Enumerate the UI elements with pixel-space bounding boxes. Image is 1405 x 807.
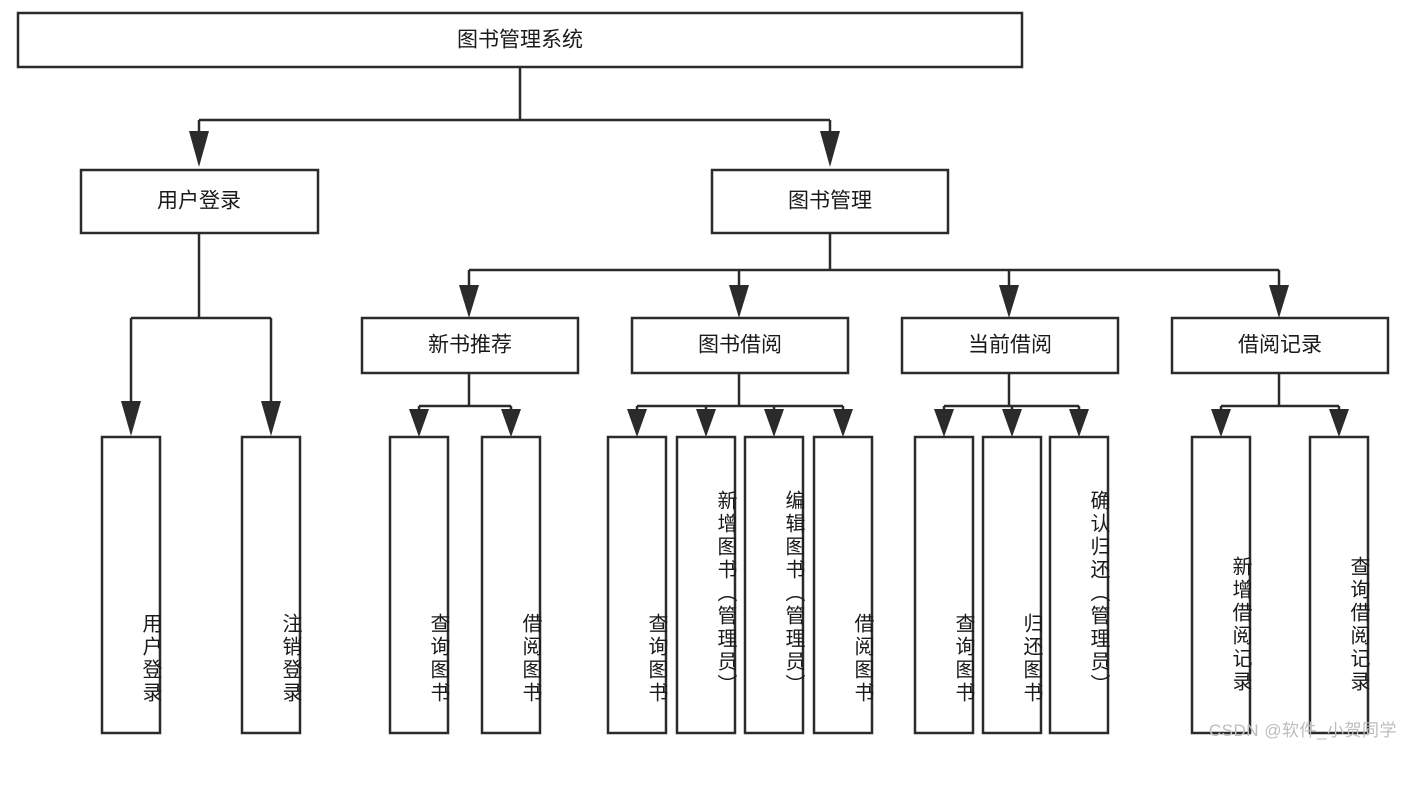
- arrow-head-icon: [459, 285, 479, 318]
- node-book-borrow-label: 图书借阅: [698, 334, 782, 357]
- node-leaf-user-login[interactable]: [100, 435, 162, 735]
- node-root[interactable]: [16, 11, 1024, 69]
- connector-layer: [121, 67, 1349, 437]
- arrow-head-icon: [627, 409, 647, 437]
- arrow-head-icon: [999, 285, 1019, 318]
- node-layer: 图书管理系统 用户登录 图书管理 新书推荐 图书借阅 当前借阅 借阅记录: [16, 11, 1390, 735]
- node-leaf-query-borrow-record[interactable]: [1308, 435, 1370, 735]
- node-leaf-borrow-book-recommend[interactable]: [480, 435, 542, 735]
- node-leaf-logout[interactable]: [240, 435, 302, 735]
- node-user-login[interactable]: [79, 168, 320, 235]
- arrow-head-icon: [1069, 409, 1089, 437]
- node-current-borrow-label: 当前借阅: [968, 334, 1052, 357]
- node-root-label: 图书管理系统: [457, 29, 583, 52]
- node-leaf-confirm-return-admin[interactable]: [1048, 435, 1110, 735]
- arrow-head-icon: [1329, 409, 1349, 437]
- arrow-head-icon: [934, 409, 954, 437]
- node-leaf-edit-book-admin[interactable]: [743, 435, 805, 735]
- node-leaf-add-borrow-record[interactable]: [1190, 435, 1252, 735]
- flowchart-diagram: 图书管理系统 用户登录 图书管理 新书推荐 图书借阅 当前借阅 借阅记录: [16, 11, 1397, 740]
- arrow-head-icon: [729, 285, 749, 318]
- node-new-book-recommend[interactable]: [360, 316, 580, 375]
- arrow-head-icon: [820, 131, 840, 167]
- node-borrow-record[interactable]: [1170, 316, 1390, 375]
- node-leaf-add-book-admin[interactable]: [675, 435, 737, 735]
- diagram-canvas: 图书管理系统 用户登录 图书管理 新书推荐 图书借阅 当前借阅 借阅记录: [16, 11, 1390, 735]
- node-leaf-query-book-borrow[interactable]: [606, 435, 668, 735]
- arrow-head-icon: [501, 409, 521, 437]
- arrow-head-icon: [1269, 285, 1289, 318]
- watermark-label: CSDN @软件_小贺同学: [1208, 721, 1397, 740]
- node-book-borrow[interactable]: [630, 316, 850, 375]
- arrow-head-icon: [696, 409, 716, 437]
- arrow-head-icon: [121, 401, 141, 436]
- arrow-head-icon: [833, 409, 853, 437]
- node-leaf-query-book-recommend[interactable]: [388, 435, 450, 735]
- arrow-head-icon: [764, 409, 784, 437]
- node-leaf-query-book-current[interactable]: [913, 435, 975, 735]
- node-book-management[interactable]: [710, 168, 950, 235]
- arrow-head-icon: [409, 409, 429, 437]
- arrow-head-icon: [189, 131, 209, 167]
- node-user-login-label: 用户登录: [157, 190, 241, 213]
- arrow-head-icon: [1211, 409, 1231, 437]
- arrow-head-icon: [1002, 409, 1022, 437]
- node-new-book-recommend-label: 新书推荐: [428, 334, 512, 357]
- node-leaf-return-book[interactable]: [981, 435, 1043, 735]
- node-current-borrow[interactable]: [900, 316, 1120, 375]
- node-borrow-record-label: 借阅记录: [1238, 334, 1322, 357]
- arrow-head-icon: [261, 401, 281, 436]
- node-leaf-borrow-book[interactable]: [812, 435, 874, 735]
- node-book-management-label: 图书管理: [788, 190, 872, 213]
